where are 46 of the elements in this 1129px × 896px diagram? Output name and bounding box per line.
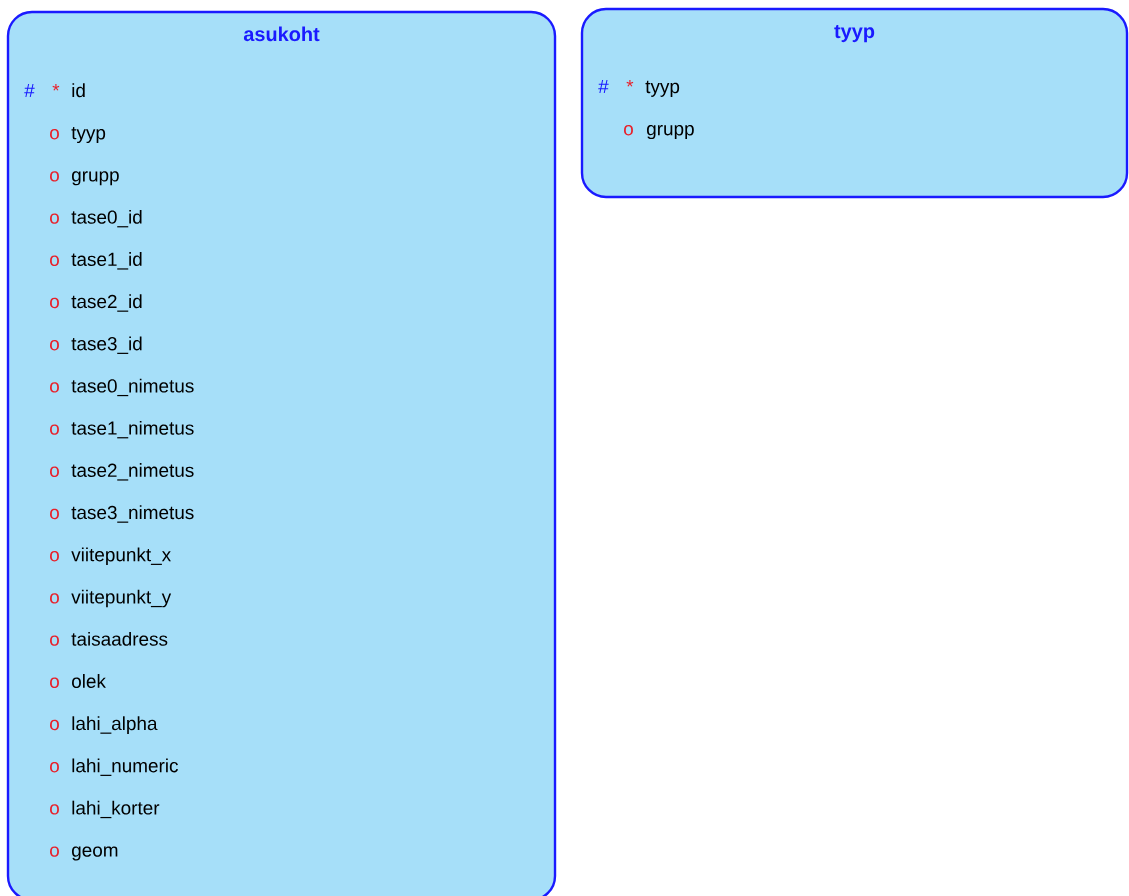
attribute-name: tase0_id [71, 209, 142, 228]
attribute-name: viitepunkt_x [71, 547, 171, 566]
optional-marker: o [50, 593, 59, 604]
optional-marker: o [50, 340, 59, 351]
attribute-name: lahi_numeric [72, 758, 178, 776]
attribute-name: geom [72, 846, 118, 861]
key-marker: # [598, 80, 609, 93]
attribute-name: grupp [647, 125, 694, 140]
optional-marker: o [50, 424, 59, 435]
key-marker: # [24, 84, 35, 97]
optional-marker: o [50, 213, 59, 224]
attribute-name: tase3_nimetus [71, 505, 194, 523]
optional-marker: o [50, 171, 59, 182]
optional-marker: o [50, 551, 59, 562]
attribute-name: viitepunkt_y [71, 589, 172, 608]
optional-marker: o [50, 466, 59, 477]
attribute-name: tase0_nimetus [71, 378, 194, 397]
optional-marker: o [50, 719, 59, 731]
optional-marker: o [50, 677, 59, 688]
optional-marker: o [50, 382, 59, 393]
optional-marker: o [624, 125, 633, 136]
attribute-name: id [72, 83, 85, 98]
optional-marker: o [50, 635, 59, 646]
optional-marker: o [50, 297, 59, 309]
attribute-name: olek [72, 674, 106, 688]
attribute-name: tyyp [71, 126, 106, 144]
optional-marker: o [50, 129, 59, 140]
attribute-name: lahi_korter [72, 800, 160, 819]
mandatory-marker: * [52, 84, 60, 91]
optional-marker: o [50, 846, 59, 857]
attribute-name: grupp [72, 171, 119, 186]
optional-marker: o [50, 762, 59, 773]
entity-title: asukoht [243, 26, 320, 42]
optional-marker: o [50, 255, 59, 266]
attribute-name: tase2_id [71, 294, 142, 312]
optional-marker: o [50, 508, 59, 520]
attribute-name: tyyp [645, 80, 680, 97]
attribute-name: tase3_id [71, 336, 142, 354]
attribute-name: tase2_nimetus [71, 463, 194, 481]
attribute-name: tase1_nimetus [71, 420, 194, 439]
attribute-name: lahi_alpha [72, 716, 158, 734]
entity-title: tyyp [834, 25, 875, 43]
mandatory-marker: * [626, 80, 634, 87]
optional-marker: o [50, 804, 59, 815]
attribute-name: tase1_id [71, 252, 142, 270]
attribute-name: taisaadress [71, 631, 168, 646]
